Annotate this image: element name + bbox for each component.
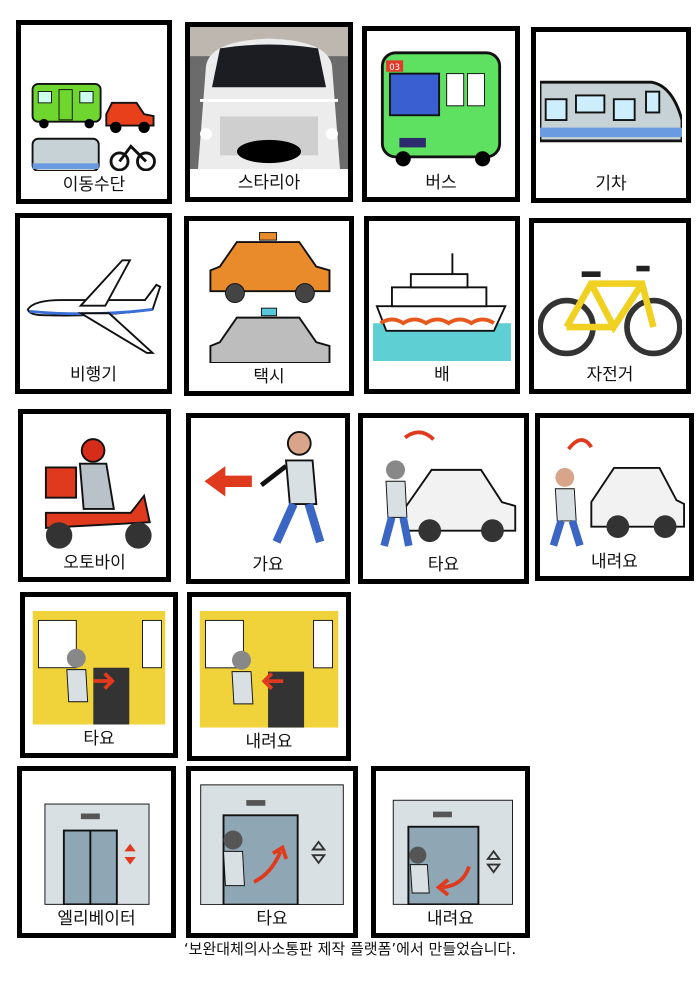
card-label: 엘리베이터 (22, 907, 171, 931)
airplane-icon (24, 222, 163, 361)
get-out-car-icon (544, 422, 685, 548)
motorcycle-icon (27, 418, 162, 549)
card-staria[interactable]: 스타리아 (185, 22, 353, 202)
footer-credit: ‘보완대체의사소통판 제작 플랫폼’에서 만들었습니다. (183, 940, 517, 958)
card-elevator[interactable]: 엘리베이터 (17, 766, 176, 938)
card-label: 기차 (536, 172, 686, 196)
card-label: 내려요 (376, 907, 525, 931)
card-exit-elevator[interactable]: 내려요 (371, 766, 530, 938)
card-train[interactable]: 기차 (531, 27, 691, 203)
card-bus[interactable]: 03 버스 (362, 26, 520, 202)
card-airplane[interactable]: 비행기 (15, 213, 172, 394)
card-taxi[interactable]: 택시 (184, 216, 354, 396)
enter-elevator-icon (195, 775, 349, 905)
get-off-bus-icon (196, 601, 342, 728)
staria-van-photo (190, 27, 348, 169)
card-ship[interactable]: 배 (364, 216, 520, 394)
card-get-on-bus[interactable]: 타요 (20, 592, 178, 758)
get-in-car-icon (367, 422, 520, 551)
bicycle-icon (538, 227, 682, 361)
card-bicycle[interactable]: 자전거 (529, 218, 691, 394)
card-label: 자전거 (534, 363, 686, 387)
get-on-bus-icon (29, 601, 169, 725)
walking-left-icon (195, 422, 341, 551)
train-icon (540, 36, 682, 170)
card-label: 배 (369, 363, 515, 387)
card-enter-elevator[interactable]: 타요 (186, 766, 358, 938)
card-label: 타요 (191, 907, 353, 931)
card-get-out-car[interactable]: 내려요 (535, 413, 694, 581)
transportation-icon (25, 29, 163, 171)
card-get-in-car[interactable]: 타요 (358, 413, 529, 584)
card-label: 가요 (191, 553, 345, 577)
card-label: 타요 (363, 553, 524, 577)
exit-elevator-icon (380, 775, 521, 905)
card-label: 내려요 (540, 550, 689, 574)
card-label: 비행기 (20, 363, 167, 387)
bus-icon: 03 (371, 35, 511, 169)
card-get-off-bus[interactable]: 내려요 (187, 592, 351, 761)
card-label: 오토바이 (23, 551, 166, 575)
bus-number: 03 (389, 63, 400, 73)
taxi-icon (193, 225, 345, 363)
card-transportation[interactable]: 이동수단 (16, 20, 172, 204)
card-label: 스타리아 (194, 171, 344, 195)
card-label: 내려요 (192, 730, 346, 754)
elevator-icon (26, 775, 167, 905)
card-label: 버스 (367, 171, 515, 195)
card-label: 이동수단 (21, 173, 167, 197)
card-motorcycle[interactable]: 오토바이 (18, 409, 171, 582)
card-label: 택시 (189, 365, 349, 389)
card-label: 타요 (25, 727, 173, 751)
ship-icon (373, 225, 511, 361)
card-go[interactable]: 가요 (186, 413, 350, 584)
